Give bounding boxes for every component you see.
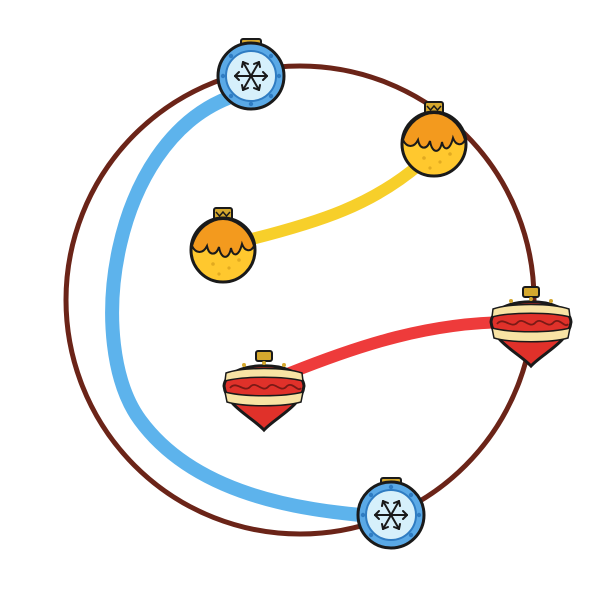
link-red xyxy=(284,316,518,379)
drip-ornament-icon xyxy=(189,207,257,284)
ornament-cap xyxy=(255,350,273,362)
link-blue xyxy=(105,91,379,523)
blue-snowflake-top-ornament[interactable] xyxy=(216,38,286,111)
spinning-top-ornament-icon xyxy=(489,286,573,369)
drip-ornament-icon xyxy=(400,101,468,178)
red-spinning-top-right[interactable] xyxy=(489,286,573,369)
ornament-layer xyxy=(189,38,573,550)
spinning-top-ornament-icon xyxy=(222,350,306,433)
blue-snowflake-bottom-ornament[interactable] xyxy=(356,477,426,550)
link-yellow xyxy=(242,158,426,246)
red-spinning-top-left[interactable] xyxy=(222,350,306,433)
ring-track xyxy=(63,63,537,537)
yellow-ornament-left[interactable] xyxy=(189,207,257,284)
snowflake-icon xyxy=(216,38,286,111)
ornament-cap xyxy=(522,286,540,298)
snowflake-icon xyxy=(356,477,426,550)
yellow-ornament-top[interactable] xyxy=(400,101,468,178)
